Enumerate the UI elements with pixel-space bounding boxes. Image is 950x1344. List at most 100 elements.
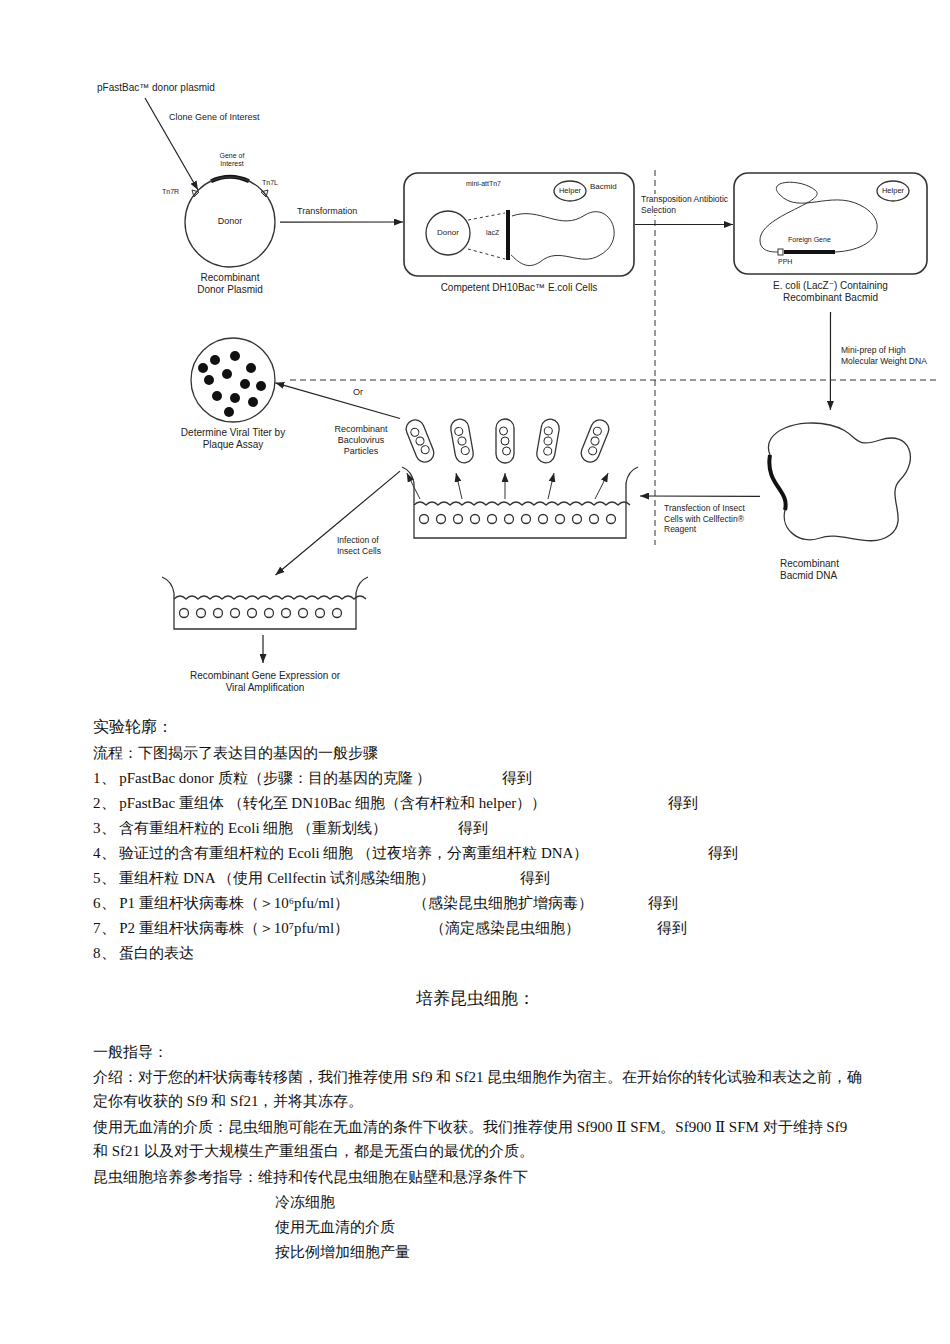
plaque-dot [240, 379, 250, 389]
particle-core [543, 436, 552, 445]
particle-capsule [449, 418, 474, 464]
text-line: 一般指导： [93, 1040, 168, 1064]
virus-particle [535, 418, 560, 464]
release-arrow [595, 473, 608, 499]
insect-cell [197, 609, 206, 618]
plaque-dot [222, 369, 232, 379]
particle-core [457, 436, 466, 445]
release-arrow [505, 473, 506, 499]
text-line: 6、 P1 重组杆状病毒株（＞10⁶pfu/ml） [93, 891, 349, 915]
node: Helper [553, 180, 587, 202]
part-label: Gene of Interest [212, 152, 252, 168]
node-text: E. coli (LacZ⁻) Containing Recombinant B… [745, 280, 916, 304]
particle-core [543, 446, 552, 455]
node: Recombinant Bacmid DNA [760, 410, 920, 590]
node-text: Helper [876, 186, 910, 195]
node: Recombinant Baculovirus Particles [400, 405, 640, 540]
connector [635, 224, 733, 225]
text-line: 得到 [502, 766, 532, 790]
connector [830, 312, 831, 410]
text-line: 4、 验证过的含有重组杆粒的 Ecoli 细胞 （过夜培养，分离重组杆粒 DNA… [93, 841, 588, 865]
particle-core [420, 445, 430, 455]
text-line: 7、 P2 重组杆状病毒株（＞10⁷pfu/ml） [93, 916, 349, 940]
insect-cell [420, 515, 429, 524]
node-outline [400, 405, 640, 540]
node-text: Donor [425, 228, 471, 238]
text-line: 流程：下图揭示了表达目的基因的一般步骤 [93, 741, 378, 765]
node-text: Recombinant Baculovirus Particles [326, 424, 396, 456]
text-line: （滴定感染昆虫细胞） [430, 916, 580, 940]
virus-particle [403, 417, 436, 465]
node-text: Recombinant Bacmid DNA [780, 558, 855, 582]
particle-core [590, 436, 600, 446]
edge-label: Transformation [296, 206, 388, 217]
text-line: 使用无血清的介质：昆虫细胞可能在无血清的条件下收获。我们推荐使用 Sf900 Ⅱ… [93, 1115, 865, 1163]
promoter-box [778, 249, 783, 255]
edge-label: Transfection of Insect Cells with Cellfe… [663, 503, 757, 535]
plaque-dot [256, 381, 266, 391]
node-text: pFastBac™ donor plasmid [97, 82, 257, 94]
insect-cell [471, 515, 480, 524]
particle-capsule [535, 418, 560, 464]
part-label: Bacmid [590, 182, 617, 191]
circle-outline [191, 338, 275, 422]
culture-dish [162, 577, 368, 629]
particle-core [503, 447, 511, 455]
text-line: 1、 pFastBac donor 质粒（步骤：目的基因的克隆 ） [93, 766, 431, 790]
text-line: （感染昆虫细胞扩增病毒） [413, 891, 593, 915]
text-line: 得到 [648, 891, 678, 915]
box-outline [404, 173, 634, 276]
plaque-dot [204, 375, 214, 385]
insect-cell [607, 515, 616, 524]
text-line: 实验轮廓： [93, 714, 173, 740]
plaque-dot [230, 393, 240, 403]
node: Determine Viral Titer by Plaque Assay [188, 338, 278, 456]
part-label: Tn7R [162, 188, 179, 196]
insect-cell [454, 515, 463, 524]
node: pFastBac™ donor plasmid [97, 82, 257, 98]
insect-cell [282, 609, 291, 618]
edge-label: Mini-prep of High Molecular Weight DNA [840, 345, 942, 366]
bacmid-loop [768, 423, 910, 541]
plaque-dot [246, 363, 256, 373]
connector [275, 383, 400, 419]
text-line: 3、 含有重组杆粒的 Ecoli 细胞 （重新划线） [93, 816, 387, 840]
plaque-dot [248, 397, 258, 407]
insect-cell [333, 609, 342, 618]
connector [276, 471, 401, 575]
node: Recombinant Gene Expression or Viral Amp… [160, 575, 370, 700]
text-line: 5、 重组杆粒 DNA （使用 Cellfectin 试剂感染细胞） [93, 866, 435, 890]
text-line: 得到 [668, 791, 698, 815]
cell-layer [414, 502, 630, 505]
bacmid-coil [760, 182, 877, 252]
bacmid-coil [511, 212, 614, 266]
node-text: Helper [553, 186, 587, 195]
node-text: Donor [180, 216, 280, 227]
text-line: 得到 [520, 866, 550, 890]
plaque-dot [198, 363, 208, 373]
insect-cell [573, 515, 582, 524]
ellipse-outline [877, 181, 909, 201]
particle-core [592, 426, 602, 436]
plaque-dot [230, 351, 240, 361]
node: Donor [425, 210, 471, 256]
connector [640, 495, 760, 497]
text-line: 使用无血清的介质 [275, 1215, 395, 1239]
culture-dish [402, 467, 638, 538]
text-line: 2、 pFastBac 重组体 （转化至 DN10Bac 细胞（含有杆粒和 he… [93, 791, 546, 815]
text-line: 昆虫细胞培养参考指导：维持和传代昆虫细胞在贴壁和悬浮条件下 [93, 1165, 528, 1189]
particle-capsule [496, 419, 514, 463]
node-text: Determine Viral Titer by Plaque Assay [173, 427, 293, 451]
part-label: PPH [778, 258, 792, 266]
text-line: 培养昆虫细胞： [0, 985, 950, 1012]
plaque-dot [210, 355, 220, 365]
text-line: 得到 [708, 841, 738, 865]
particle-core [587, 446, 597, 456]
dashed-divider [655, 170, 656, 545]
text-line: 冷冻细胞 [275, 1190, 335, 1214]
release-arrow [548, 473, 554, 499]
node-text: Recombinant Gene Expression or Viral Amp… [180, 670, 350, 694]
node: DonorRecombinant Donor Plasmid [180, 172, 280, 302]
part-label: mini-attTn7 [466, 180, 501, 188]
